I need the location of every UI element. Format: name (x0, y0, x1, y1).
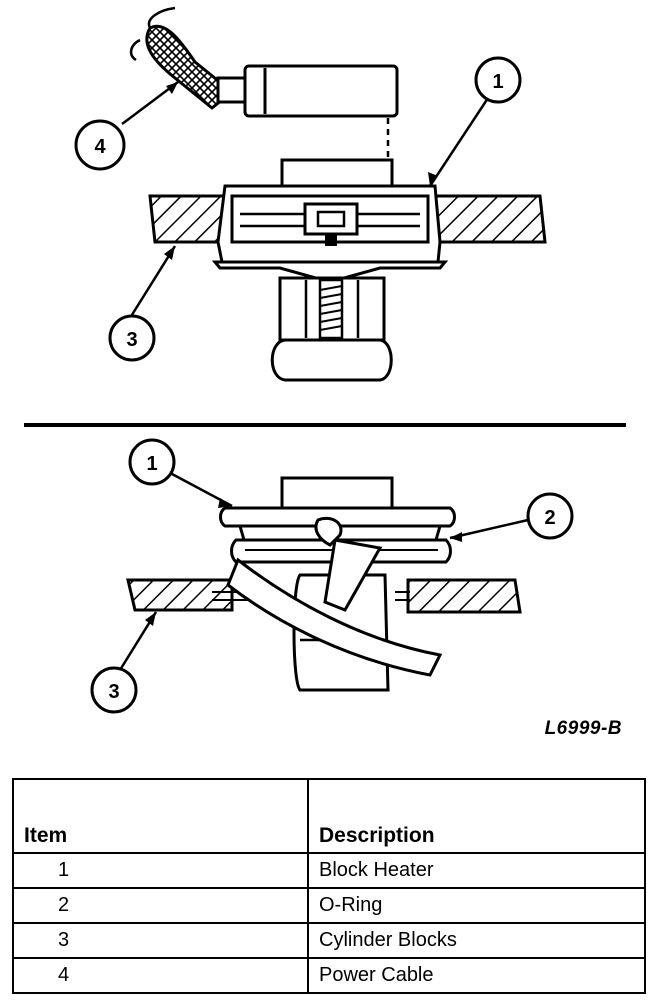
item-description: Cylinder Blocks (307, 922, 646, 959)
callout-top-3: 3 (108, 314, 156, 362)
svg-text:1: 1 (492, 71, 503, 93)
svg-text:1: 1 (146, 453, 157, 475)
item-number: 4 (12, 957, 309, 994)
table-header-row: Item Description (12, 778, 646, 854)
block-heater-diagram: 1 4 3 (24, 6, 626, 714)
header-description: Description (307, 778, 646, 854)
heater-bulb (270, 338, 393, 382)
table-row: 2 O-Ring (12, 887, 646, 924)
item-description: Block Heater (307, 852, 646, 889)
top-view: 1 4 3 (74, 6, 547, 382)
callout-bottom-2: 2 (526, 492, 574, 540)
callout-top-4: 4 (74, 119, 126, 171)
header-item: Item (12, 778, 309, 854)
callout-top-1: 1 (474, 56, 522, 104)
item-number: 3 (12, 922, 309, 959)
callout-bottom-1: 1 (128, 438, 176, 486)
table-row: 1 Block Heater (12, 852, 646, 889)
svg-text:3: 3 (108, 681, 119, 703)
bottom-view: 1 2 3 (90, 438, 574, 714)
item-number: 2 (12, 887, 309, 924)
callout-bottom-3: 3 (90, 666, 138, 714)
svg-text:3: 3 (126, 329, 137, 351)
cylinder-block-left-bottom (126, 578, 234, 612)
table-row: 3 Cylinder Blocks (12, 922, 646, 959)
heater-cap-bottom (280, 476, 394, 510)
table-row: 4 Power Cable (12, 957, 646, 994)
item-number: 1 (12, 852, 309, 889)
cylinder-block-right-bottom (406, 578, 522, 614)
svg-text:2: 2 (544, 507, 555, 529)
figure-id: L6999-B (544, 718, 622, 739)
item-description: Power Cable (307, 957, 646, 994)
plug-body (243, 64, 399, 118)
pry-tool (226, 557, 443, 677)
cylinder-block-right (428, 194, 547, 244)
svg-text:4: 4 (94, 136, 106, 158)
item-description: O-Ring (307, 887, 646, 924)
parts-table: Item Description 1 Block Heater 2 O-Ring… (12, 778, 646, 994)
